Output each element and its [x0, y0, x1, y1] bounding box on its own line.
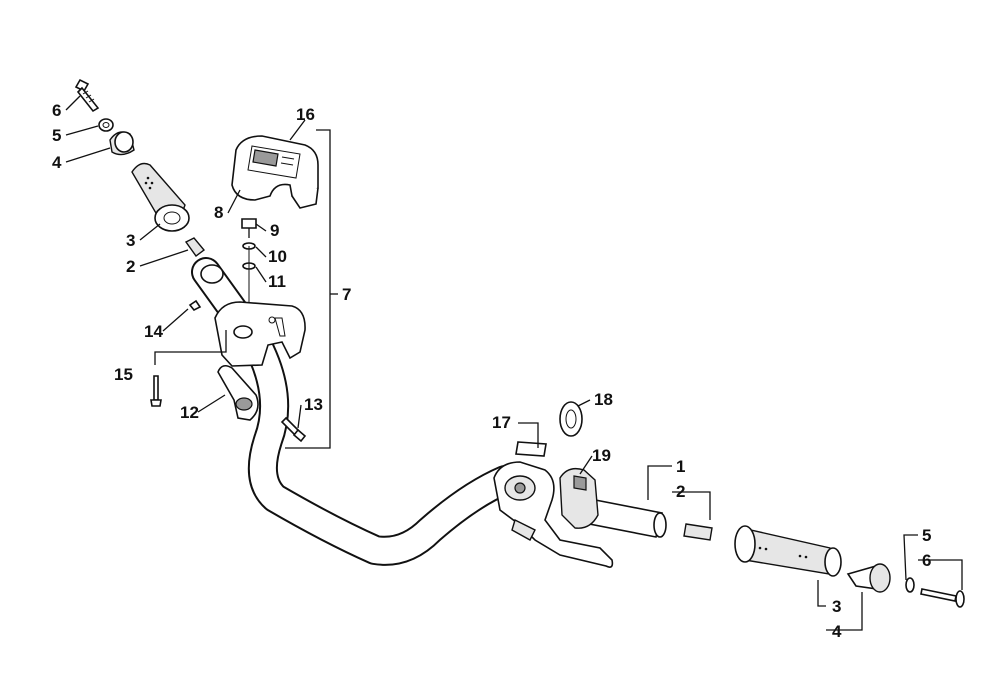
throttle-cover	[231, 135, 319, 209]
right-lever-assembly	[493, 401, 614, 568]
callout-2-right: 2	[676, 482, 685, 501]
left-grip-assembly	[74, 78, 206, 257]
callout-13: 13	[304, 395, 323, 414]
callout-1-right: 1	[676, 457, 685, 476]
callout-15: 15	[114, 365, 133, 384]
callout-3-left: 3	[126, 231, 135, 250]
callout-16: 16	[296, 105, 315, 124]
callout-12: 12	[180, 403, 199, 422]
callout-11: 11	[268, 272, 286, 291]
callout-4-right: 4	[832, 622, 842, 641]
callout-2-left: 2	[126, 257, 135, 276]
callout-6-right: 6	[922, 551, 931, 570]
callout-9: 9	[270, 221, 279, 240]
callout-8: 8	[214, 203, 223, 222]
throttle-housing	[150, 299, 307, 443]
callout-18: 18	[594, 390, 613, 409]
callout-14: 14	[144, 322, 163, 341]
callout-3-right: 3	[832, 597, 841, 616]
callout-5-right: 5	[922, 526, 931, 545]
callout-17: 17	[492, 413, 511, 432]
callout-7: 7	[342, 285, 351, 304]
callout-labels: 6 5 4 3 2 8 9 10 11 16 7 14 15 12 13 17 …	[52, 101, 931, 641]
leader-lines	[65, 95, 963, 631]
callout-10: 10	[268, 247, 287, 266]
callout-5-left: 5	[52, 126, 61, 145]
right-grip-assembly	[683, 523, 965, 608]
callout-6-left: 6	[52, 101, 61, 120]
screw-and-washers	[241, 218, 257, 338]
callout-4-left: 4	[52, 153, 62, 172]
callout-19: 19	[592, 446, 611, 465]
